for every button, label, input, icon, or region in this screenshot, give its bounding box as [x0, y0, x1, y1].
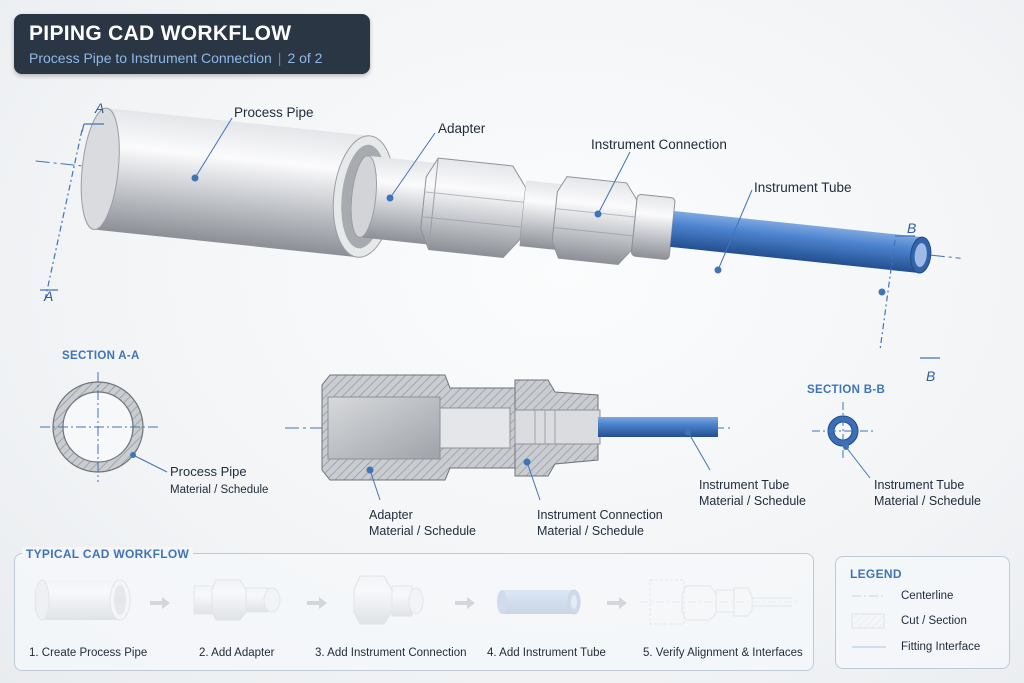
section-b-view	[812, 402, 874, 479]
page-indicator: 2 of 2	[287, 50, 323, 66]
section-letter-b-bottom: B	[926, 368, 936, 384]
drawing-title: PIPING CAD WORKFLOW	[29, 22, 292, 45]
label-adapter: Adapter	[438, 121, 486, 136]
subtitle-separator: |	[277, 50, 282, 66]
middle-cut-section	[285, 374, 730, 501]
legend-centerline: Centerline	[901, 590, 954, 602]
section-marker-a	[40, 123, 104, 301]
section-a-name: Process Pipe	[170, 464, 247, 479]
middle-adapter-label: Adapter Material / Schedule	[369, 507, 476, 539]
drawing-subtitle: Process Pipe to Instrument Connection | 2 …	[29, 50, 322, 66]
middle-tube-label: Instrument Tube Material / Schedule	[699, 477, 806, 509]
section-letter-a-bottom: A	[44, 288, 54, 304]
label-instrument-connection: Instrument Connection	[591, 137, 727, 152]
workflow-step-1: 1. Create Process Pipe	[29, 647, 148, 659]
section-letter-b-top: B	[907, 220, 917, 236]
section-marker-b	[879, 235, 940, 359]
workflow-step-5: 5. Verify Alignment & Interfaces	[643, 647, 803, 659]
process-pipe	[93, 108, 371, 258]
middle-connection-detail: Material / Schedule	[537, 524, 645, 538]
middle-adapter-detail: Material / Schedule	[369, 524, 477, 538]
instrument-tube	[670, 211, 923, 273]
workflow-step-4: 4. Add Instrument Tube	[487, 647, 606, 659]
subtitle-text: Process Pipe to Instrument Connection	[29, 50, 272, 66]
middle-tube-detail: Material / Schedule	[699, 494, 807, 508]
middle-tube-name: Instrument Tube	[699, 478, 790, 492]
legend-panel	[835, 556, 1010, 669]
workflow-step-3: 3. Add Instrument Connection	[315, 647, 467, 659]
main-leaders	[191, 117, 886, 296]
legend-title: LEGEND	[850, 567, 902, 581]
legend-fitting-interface: Fitting Interface	[901, 641, 981, 653]
main-assembly-3d	[35, 107, 961, 274]
section-b-title: SECTION B-B	[807, 384, 886, 396]
middle-adapter-name: Adapter	[369, 508, 413, 522]
section-a-detail: Material / Schedule	[170, 484, 269, 496]
title-block: PIPING CAD WORKFLOW Process Pipe to Inst…	[14, 14, 370, 74]
section-b-label: Instrument Tube Material / Schedule	[874, 477, 981, 509]
label-process-pipe: Process Pipe	[234, 105, 314, 120]
middle-connection-label: Instrument Connection Material / Schedul…	[537, 507, 663, 539]
section-a-title: SECTION A-A	[62, 350, 140, 362]
adapter	[359, 155, 438, 245]
section-b-name: Instrument Tube	[874, 478, 965, 492]
workflow-title: TYPICAL CAD WORKFLOW	[22, 547, 194, 561]
workflow-step-2: 2. Add Adapter	[199, 647, 275, 659]
section-a-view	[40, 372, 168, 482]
section-a-label: Process Pipe Material / Schedule	[170, 464, 268, 498]
section-letter-a-top: A	[95, 100, 105, 116]
adapter-hex	[420, 157, 527, 258]
legend-cut-section: Cut / Section	[901, 615, 967, 627]
label-instrument-tube: Instrument Tube	[754, 180, 852, 195]
instrument-connection-hex	[551, 176, 638, 266]
workflow-panel	[14, 553, 814, 671]
section-b-detail: Material / Schedule	[874, 494, 982, 508]
middle-connection-name: Instrument Connection	[537, 508, 663, 522]
